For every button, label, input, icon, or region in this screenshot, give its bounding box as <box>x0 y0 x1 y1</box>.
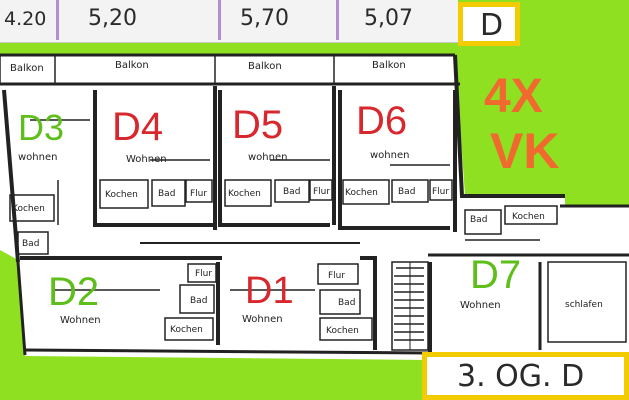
apartment-label-d4: D4 <box>112 105 163 149</box>
room-bad: Bad <box>190 296 207 306</box>
room-flur: Flur <box>190 189 207 199</box>
room-kochen: Kochen <box>512 212 545 222</box>
floor-badge: D <box>458 2 520 46</box>
staircase <box>391 261 429 351</box>
dimension-label: 5,70 <box>240 6 289 31</box>
apartment-labels: D3 D4 D5 D6 D2 D1 D7 <box>18 99 521 314</box>
room-wohnen: Wohnen <box>460 300 501 311</box>
room-wohnen: Wohnen <box>60 315 101 326</box>
room-balkon: Balkon <box>115 60 149 71</box>
unit-summary: 4X VK <box>484 70 559 179</box>
apartment-label-d3: D3 <box>18 107 64 148</box>
room-wohnen: wohnen <box>18 152 57 163</box>
floor-label: 3. OG. D <box>457 359 585 394</box>
room-kochen: Kochen <box>228 189 261 199</box>
room-balkon: Balkon <box>10 63 44 74</box>
dimension-label: 5,20 <box>88 6 137 31</box>
floor-label-box: 3. OG. D <box>422 352 629 400</box>
fixtures <box>0 55 627 343</box>
outer-walls <box>0 53 629 356</box>
apartment-label-d1: D1 <box>245 270 294 312</box>
room-bad: Bad <box>158 189 175 199</box>
room-kochen: Kochen <box>345 188 378 198</box>
room-wohnen: Wohnen <box>126 154 167 165</box>
room-flur: Flur <box>195 269 212 279</box>
floor-badge-letter: D <box>480 8 504 43</box>
summary-count: 4X <box>484 70 543 123</box>
apartment-label-d7: D7 <box>470 253 521 297</box>
dimension-label: 5,07 <box>364 6 413 31</box>
room-bad: Bad <box>470 215 487 225</box>
dimension-strip: 4.20 5,20 5,70 5,07 <box>0 0 458 43</box>
summary-type: VK <box>490 123 559 179</box>
room-balkon: Balkon <box>372 60 406 71</box>
room-kochen: Kochen <box>170 325 203 335</box>
room-wohnen: wohnen <box>370 150 409 161</box>
plan-paper <box>0 55 629 360</box>
room-flur: Flur <box>328 271 345 281</box>
room-flur: Flur <box>313 187 330 197</box>
room-names: Balkon Balkon Balkon Balkon wohnen Wohne… <box>10 60 603 336</box>
room-schlafen: schlafen <box>565 300 603 310</box>
dimension-tick <box>218 0 221 40</box>
room-kochen: Kochen <box>12 204 45 214</box>
apartment-label-d5: D5 <box>232 103 283 147</box>
room-bad: Bad <box>22 239 39 249</box>
room-wohnen: Wohnen <box>242 314 283 325</box>
room-flur: Flur <box>432 187 449 197</box>
room-balkon: Balkon <box>248 61 282 72</box>
dimension-label: 4.20 <box>4 8 47 30</box>
room-bad: Bad <box>398 187 415 197</box>
interior-walls <box>20 86 629 352</box>
room-bad: Bad <box>338 298 355 308</box>
apartment-label-d2: D2 <box>48 270 99 314</box>
room-wohnen: wohnen <box>248 152 287 163</box>
room-bad: Bad <box>283 187 300 197</box>
dimension-tick <box>336 0 339 40</box>
dimension-tick <box>56 0 59 40</box>
apartment-label-d6: D6 <box>356 99 407 143</box>
room-kochen: Kochen <box>326 326 359 336</box>
room-kochen: Kochen <box>105 190 138 200</box>
